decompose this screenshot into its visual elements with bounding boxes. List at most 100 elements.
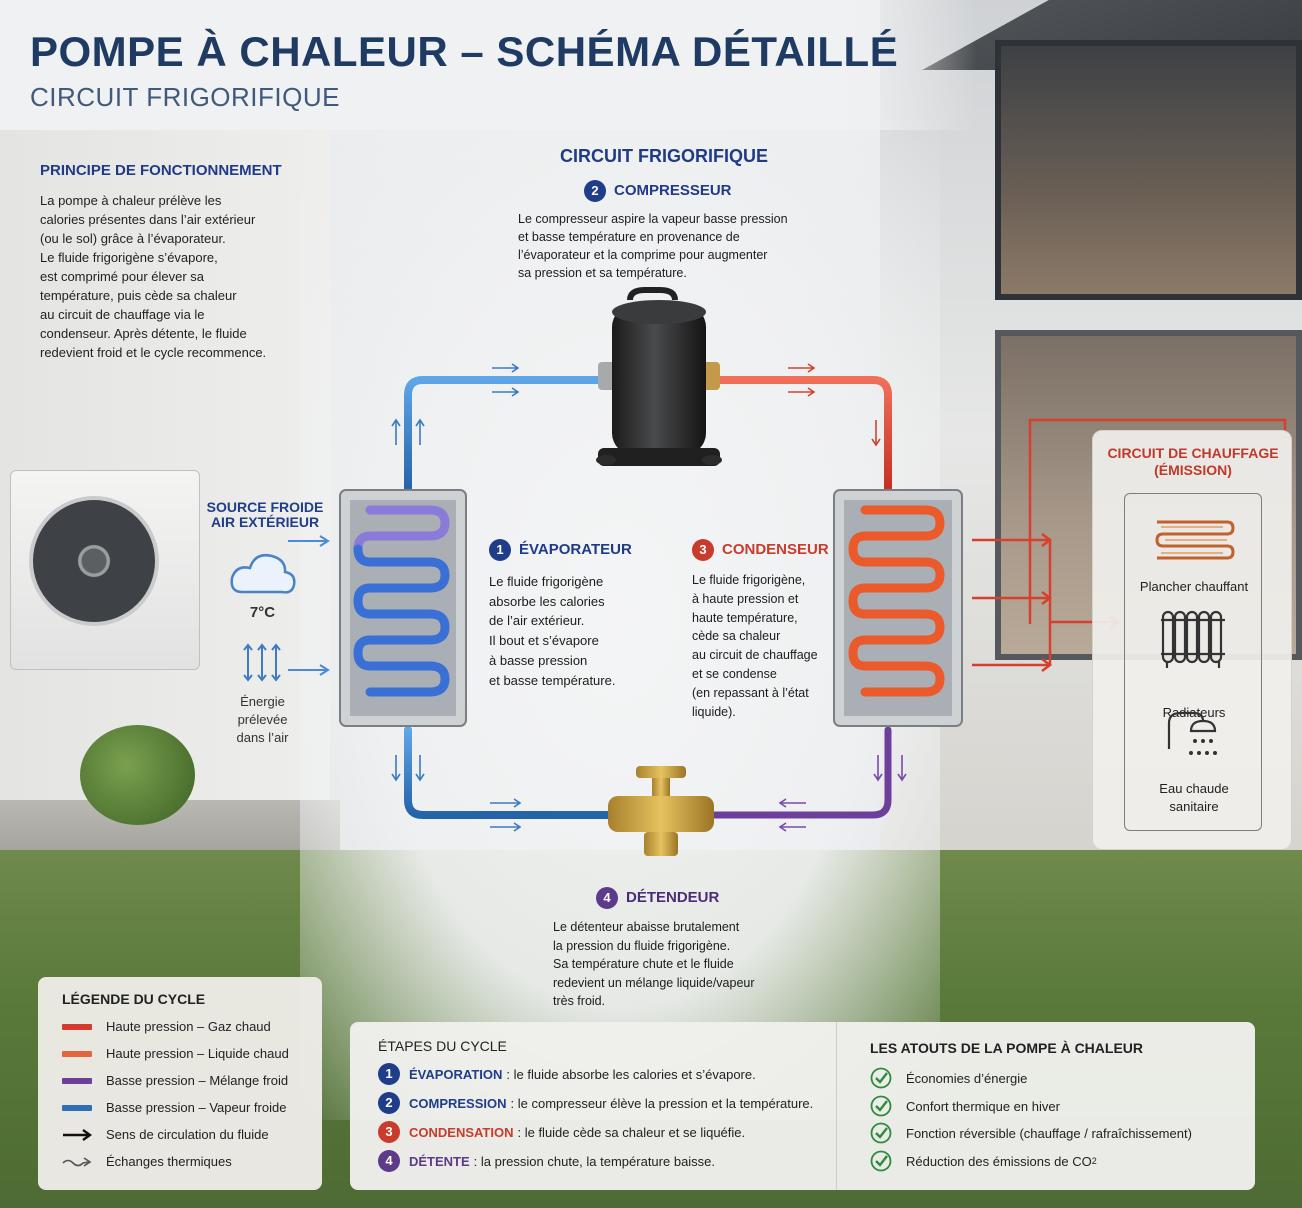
step-number-badge: 4	[596, 887, 618, 909]
heating-emitters-box: Plancher chauffant Radiateurs	[1124, 493, 1262, 831]
legend-label: Haute pression – Liquide chaud	[106, 1046, 289, 1061]
cold-source-line: AIR EXTÉRIEUR	[210, 514, 320, 530]
evaporator-coil	[339, 489, 467, 727]
energy-line: prélevée	[237, 712, 288, 727]
step-key: COMPRESSION	[409, 1095, 507, 1111]
page-title: POMPE À CHALEUR – SCHÉMA DÉTAILLÉ	[30, 28, 899, 75]
legend-swatch-hot-liquid	[62, 1050, 92, 1057]
principle-line: température, puis cède sa chaleur	[40, 288, 237, 303]
floor-heating-icon	[1155, 520, 1235, 560]
legend-label: Basse pression – Mélange froid	[106, 1073, 289, 1088]
hot-water-line: Eau chaude	[1159, 781, 1229, 796]
legend-item: Basse pression – Vapeur froide	[62, 1100, 286, 1115]
energy-line: Énergie	[240, 694, 285, 709]
step-number-badge: 3	[378, 1121, 400, 1143]
advantage-label: Fonction réversible (chauffage / rafraîc…	[906, 1125, 1192, 1141]
evaporator-line: et basse température.	[489, 672, 616, 688]
condenser-line: et se condense	[692, 666, 777, 681]
advantage-label: Confort thermique en hiver	[906, 1098, 1060, 1114]
expansion-valve-image	[608, 766, 714, 856]
shower-icon	[1167, 711, 1217, 755]
principle-line: La pompe à chaleur prélève les	[40, 193, 222, 208]
expansion-line: Le détenteur abaisse brutalement	[553, 920, 740, 934]
cold-source-line: SOURCE FROIDE	[206, 499, 324, 515]
advantage-label: Économies d’énergie	[906, 1070, 1028, 1086]
pipe-expansion-to-evaporator	[404, 726, 614, 819]
evaporator-line: Il bout et s’évapore	[489, 633, 599, 649]
principle-line: condenseur. Après détente, le fluide	[40, 326, 247, 341]
principle-text: La pompe à chaleur prélève les calories …	[40, 191, 300, 362]
outdoor-unit-image	[10, 470, 200, 670]
legend-title: LÉGENDE DU CYCLE	[62, 991, 206, 1007]
pipe-compressor-to-condenser	[716, 376, 892, 494]
air-inflow-arrows	[288, 535, 330, 676]
advantage-item: Fonction réversible (chauffage / rafraîc…	[870, 1122, 1192, 1144]
expansion-line: redevient un mélange liquide/vapeur	[553, 975, 755, 990]
advantage-label: Réduction des émissions de CO	[906, 1153, 1092, 1169]
condenser-line: Le fluide frigorigène,	[692, 573, 806, 587]
title-band	[0, 0, 1302, 130]
legend-swatch-cold-mix	[62, 1077, 92, 1084]
legend-panel: LÉGENDE DU CYCLE Haute pression – Gaz ch…	[38, 977, 322, 1190]
flow-arrows-blue	[391, 363, 522, 832]
energy-label: Énergie prélevée dans l’air	[225, 693, 300, 747]
evaporator-line: Le fluide frigorigène	[489, 574, 604, 589]
condenser-label: CONDENSEUR	[722, 540, 829, 558]
condenser-line: liquide).	[692, 704, 736, 719]
cloud-icon	[230, 554, 296, 594]
evaporator-line: à basse pression	[489, 652, 588, 668]
principle-line: au circuit de chauffage via le	[40, 307, 205, 322]
step-text: : le compresseur élève la pression et la…	[510, 1095, 814, 1111]
expansion-line: très froid.	[553, 994, 606, 1008]
step-key: CONDENSATION	[409, 1124, 514, 1140]
energy-arrows-icon	[243, 643, 281, 682]
step-number-badge: 4	[378, 1150, 400, 1172]
co2-subscript: 2	[1091, 1156, 1097, 1166]
fan-icon	[29, 496, 159, 626]
compressor-line: l’évaporateur et la comprime pour augmen…	[518, 248, 768, 262]
condenser-line: cède sa chaleur	[692, 629, 781, 644]
principle-line: est comprimé pour élever sa	[40, 269, 205, 284]
principle-line: Le fluide frigorigène s’évapore,	[40, 250, 218, 265]
legend-label: Haute pression – Gaz chaud	[106, 1019, 271, 1034]
check-icon	[870, 1150, 892, 1172]
black-arrow-icon	[63, 1128, 92, 1141]
principle-line: calories présentes dans l’air extérieur	[40, 212, 256, 227]
condenser-line: haute température,	[692, 610, 798, 625]
condenser-line: à haute pression et	[692, 591, 799, 606]
advantage-item: Confort thermique en hiver	[870, 1095, 1060, 1117]
panel-divider	[836, 1022, 837, 1190]
principle-line: (ou le sol) grâce à l’évaporateur.	[40, 231, 226, 246]
cycle-steps-title: ÉTAPES DU CYCLE	[378, 1038, 507, 1054]
legend-item: Haute pression – Gaz chaud	[62, 1019, 271, 1034]
legend-item: Échanges thermiques	[62, 1154, 232, 1169]
legend-item: Sens de circulation du fluide	[62, 1127, 269, 1142]
radiator-icon	[1161, 610, 1225, 668]
expansion-line: la pression du fluide frigorigène.	[553, 938, 731, 953]
pipe-evaporator-to-compressor	[404, 376, 604, 494]
outdoor-temperature: 7°C	[249, 604, 276, 621]
legend-item: Haute pression – Liquide chaud	[62, 1046, 289, 1061]
flow-arrows-purple	[778, 755, 907, 832]
hot-water-line: sanitaire	[1169, 799, 1219, 814]
compressor-label: COMPRESSEUR	[614, 181, 732, 199]
step-number-badge: 1	[489, 539, 511, 561]
check-icon	[870, 1067, 892, 1089]
compressor-description: Le compresseur aspire la vapeur basse pr…	[518, 210, 798, 282]
heating-circuit-title: CIRCUIT DE CHAUFFAGE (ÉMISSION)	[1093, 445, 1293, 479]
legend-label: Échanges thermiques	[106, 1154, 232, 1169]
heating-title-line: (ÉMISSION)	[1154, 462, 1232, 478]
step-key: ÉVAPORATION	[409, 1066, 503, 1082]
wavy-arrow-icon	[62, 1156, 92, 1167]
hot-water-label: Eau chaude sanitaire	[1125, 780, 1263, 816]
compressor-line: sa pression et sa température.	[518, 266, 687, 280]
